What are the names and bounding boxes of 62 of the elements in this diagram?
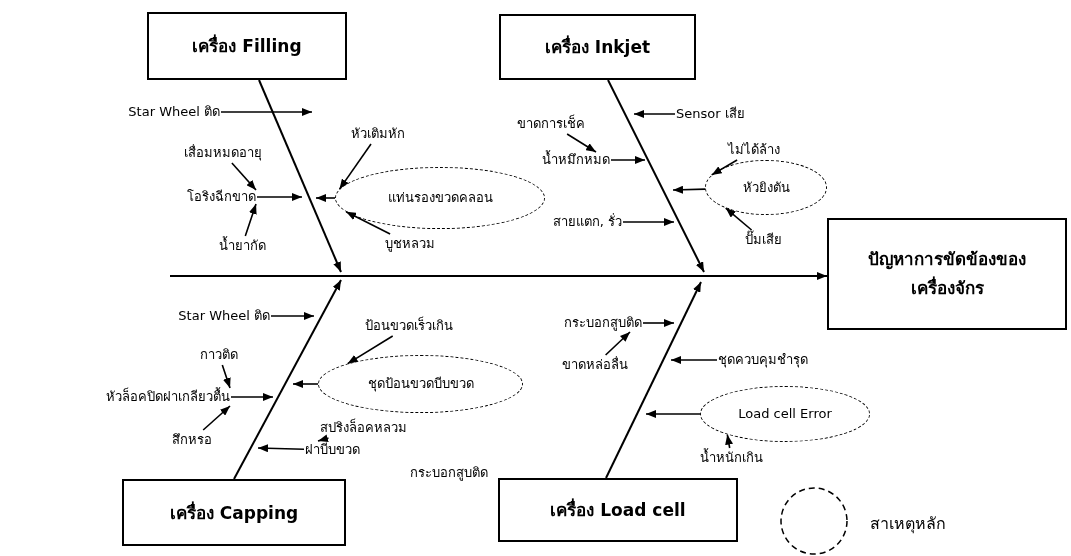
cause-text: กระบอกสูบติด xyxy=(564,314,642,332)
cause-text: น้ำหนักเกิน xyxy=(700,449,763,467)
cause-text: Star Wheel ติด xyxy=(178,307,270,325)
arrow xyxy=(270,312,315,320)
arrow xyxy=(645,410,701,418)
bone-arrow xyxy=(233,279,342,480)
arrow xyxy=(221,364,231,389)
arrow xyxy=(315,194,336,202)
cause-text: เสื่อมหมดอายุ xyxy=(184,144,262,162)
arrow xyxy=(610,156,646,164)
cause-text: ปั๊มเสีย xyxy=(745,231,782,249)
arrow xyxy=(292,380,319,388)
bone-arrow xyxy=(605,281,702,479)
category-box: เครื่อง Filling xyxy=(147,12,347,80)
arrow xyxy=(642,319,675,327)
spine-arrow xyxy=(169,272,828,280)
arrow xyxy=(670,356,718,364)
arrow xyxy=(244,203,257,237)
cause-text: กาวติด xyxy=(200,346,238,364)
arrow xyxy=(257,444,305,453)
cause-text: ฝาบีบขวด xyxy=(305,441,360,459)
cause-text: ป้อนขวดเร็วเกิน xyxy=(365,317,453,335)
arrow xyxy=(317,434,330,443)
cause-text: หัวล็อคปิดฝาเกลียวตื้น xyxy=(106,388,230,406)
arrow xyxy=(346,335,394,365)
arrow xyxy=(256,193,303,201)
arrow xyxy=(231,162,257,191)
arrow xyxy=(725,433,733,449)
legend-label: สาเหตุหลัก xyxy=(870,513,946,536)
cause-text: ชุดควบคุมชำรุด xyxy=(718,351,808,369)
arrow xyxy=(633,110,676,118)
category-box: เครื่อง Load cell xyxy=(498,478,738,542)
cause-text: ขาดการเช็ค xyxy=(517,115,585,133)
arrow xyxy=(202,405,231,431)
note-text: กระบอกสูบติด xyxy=(410,464,488,483)
cause-text: ไม่ได้ล้าง xyxy=(728,141,780,159)
category-box: เครื่อง Inkjet xyxy=(499,14,696,80)
cause-text: บูชหลวม xyxy=(385,235,435,253)
cause-text: ขาดหล่อลื่น xyxy=(562,356,628,374)
cause-text: Star Wheel ติด xyxy=(128,103,220,121)
arrow xyxy=(724,207,753,231)
cause-text: สึกหรอ xyxy=(172,431,212,449)
bone-arrow xyxy=(258,79,342,273)
cause-text: สปริงล็อคหลวม xyxy=(320,419,407,437)
arrow xyxy=(710,159,738,176)
arrow xyxy=(566,133,597,153)
arrow xyxy=(672,185,706,194)
cause-text: Sensor เสีย xyxy=(676,105,745,123)
arrow xyxy=(604,331,631,356)
cause-text: หัวเติมหัก xyxy=(351,125,405,143)
bone-arrow xyxy=(607,79,705,273)
effect-box: ปัญหาการขัดข้องของเครื่องจักร xyxy=(827,218,1067,330)
cause-text: สายแตก, รั่ว xyxy=(552,213,622,231)
cause-text: น้ำหมึกหมด xyxy=(542,151,610,169)
category-box: เครื่อง Capping xyxy=(122,479,346,546)
arrow xyxy=(338,143,372,190)
cause-text: น้ำยากัด xyxy=(218,237,266,255)
arrow xyxy=(230,393,274,401)
arrow xyxy=(220,108,313,116)
arrow xyxy=(622,218,675,226)
arrow xyxy=(345,211,391,235)
cause-text: โอริงฉีกขาด xyxy=(187,188,256,206)
